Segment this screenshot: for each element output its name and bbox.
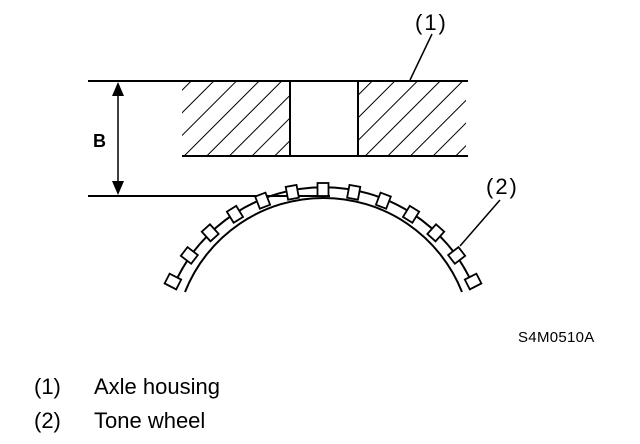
- dimension-arrow-head-bottom: [112, 181, 124, 195]
- legend: (1) Axle housing (2) Tone wheel: [34, 370, 220, 438]
- tone-wheel-tooth: [316, 182, 330, 197]
- legend-item: (1) Axle housing: [34, 370, 220, 404]
- tone-wheel-tooth: [463, 272, 483, 291]
- callout-1: (1): [409, 10, 448, 81]
- dimension-label: B: [93, 131, 106, 151]
- legend-item-label: Axle housing: [94, 374, 220, 399]
- tone-wheel-tooth: [163, 272, 183, 291]
- tone-wheel-tooth: [200, 223, 220, 243]
- legend-item: (2) Tone wheel: [34, 404, 220, 438]
- tone-wheel: [163, 182, 483, 293]
- callout-1-leader: [409, 33, 433, 81]
- axle-housing: [88, 80, 468, 157]
- housing-hatched-left: [182, 82, 290, 156]
- callout-1-label: (1): [415, 10, 448, 35]
- tone-wheel-tooth: [179, 245, 200, 266]
- tone-wheel-inner-arc: [184, 197, 463, 293]
- legend-item-number: (2): [34, 408, 61, 433]
- tone-wheel-tooth: [346, 183, 362, 201]
- figure-code: S4M0510A: [518, 329, 595, 346]
- callout-2-leader: [459, 199, 501, 247]
- callout-2-label: (2): [486, 174, 519, 199]
- legend-item-number: (1): [34, 374, 61, 399]
- legend-item-label: Tone wheel: [94, 408, 206, 433]
- tone-wheel-tooth: [374, 191, 392, 210]
- callout-2: (2): [459, 174, 519, 247]
- housing-hatched-right: [358, 82, 466, 156]
- tone-wheel-tooth: [225, 204, 245, 224]
- tone-wheel-tooth: [401, 204, 421, 224]
- tone-wheel-tooth: [254, 191, 272, 210]
- tone-wheel-tooth: [284, 183, 300, 201]
- tone-wheel-teeth: [163, 182, 483, 291]
- dimension-arrow-head-top: [112, 82, 124, 96]
- tone-wheel-tooth: [446, 245, 467, 266]
- tone-wheel-tooth: [426, 223, 446, 243]
